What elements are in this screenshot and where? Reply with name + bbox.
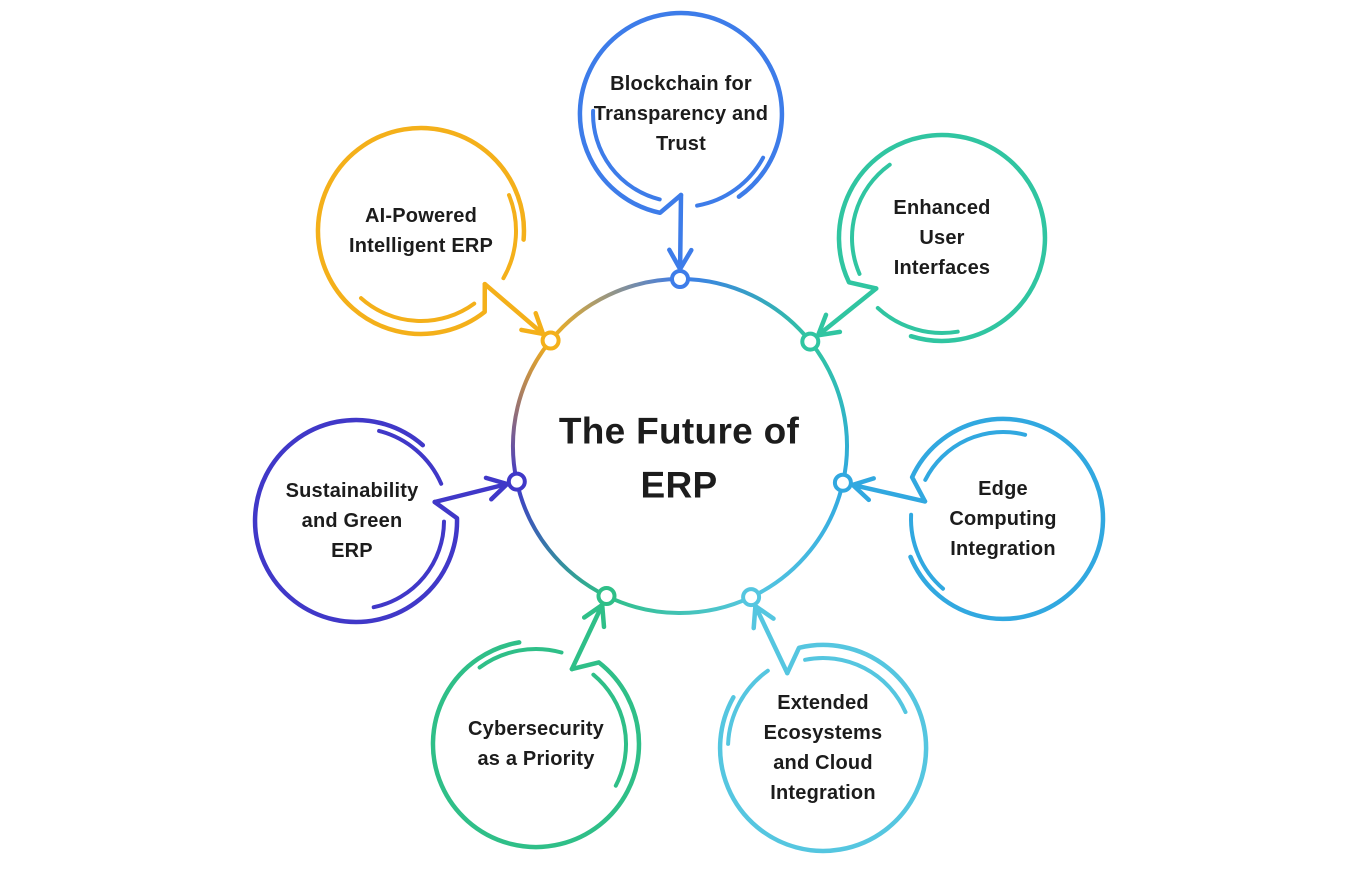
hub-ring-segment-3	[605, 594, 752, 616]
edge-computing-arrowhead-icon	[850, 476, 876, 503]
cybersecurity-connector-line	[569, 602, 605, 672]
sustainability-connector-line	[432, 481, 510, 505]
hub-connection-node-cybersecurity	[596, 586, 617, 606]
ai-powered-arrowhead-icon	[519, 310, 546, 337]
node-label-ai-powered: AI-Powered Intelligent ERP	[348, 205, 494, 257]
enhanced-ui-connector-line	[815, 286, 879, 338]
hub-connection-node-extended-ecosystems	[741, 587, 762, 608]
hub-ring-segment-6	[549, 277, 681, 342]
sustainability-inner-arc-small	[377, 428, 444, 486]
ai-powered-bubble	[315, 125, 527, 337]
hub-title: The Future of ERP	[558, 410, 800, 505]
edge-computing-connector-line	[850, 482, 928, 504]
node-label-enhanced-ui: Enhanced User Interfaces	[893, 197, 991, 279]
ai-powered-connector-line	[482, 281, 546, 337]
hub-connection-node-edge-computing	[832, 472, 853, 493]
enhanced-ui-bubble	[836, 132, 1048, 344]
node-label-blockchain: Blockchain for Transparency and Trust	[593, 73, 769, 155]
extended-ecosystems-inner-arc	[803, 656, 908, 715]
node-label-sustainability: Sustainability and Green ERP	[285, 480, 419, 562]
edge-computing-inner-arc	[923, 429, 1028, 482]
cybersecurity-inner-arc	[591, 672, 628, 788]
blockchain-inner-arc-small	[695, 155, 766, 208]
hub-ring-segment-1	[808, 340, 849, 484]
edge-computing-bubble	[908, 416, 1106, 622]
node-label-edge-computing: Edge Computing Integration	[949, 478, 1057, 560]
cybersecurity-inner-arc-small	[477, 647, 564, 670]
blockchain-connector-line	[677, 192, 684, 272]
hub-ring-segment-5	[511, 339, 553, 483]
hub-ring-segment-0	[679, 277, 812, 343]
edge-computing-inner-arc-small	[909, 512, 945, 591]
hub-ring-segment-4	[514, 481, 608, 598]
extended-ecosystems-bubble	[717, 642, 929, 854]
hub-connection-node-enhanced-ui	[800, 331, 821, 352]
hub-connection-node-ai-powered	[540, 330, 561, 351]
enhanced-ui-inner-arc-small	[875, 306, 960, 335]
node-label-extended-ecosystems: Extended Ecosystems and Cloud Integratio…	[763, 692, 883, 804]
hub-connection-node-blockchain	[670, 269, 690, 289]
blockchain-arrowhead-icon	[667, 247, 694, 272]
ai-powered-inner-arc	[359, 296, 477, 323]
hub-ring-segment-2	[750, 482, 845, 599]
blockchain-bubble	[577, 10, 785, 216]
extended-ecosystems-connector-line	[753, 603, 790, 676]
blockchain-inner-arc	[591, 108, 662, 202]
cybersecurity-bubble	[430, 640, 642, 850]
sustainability-bubble	[252, 417, 460, 625]
ai-powered-inner-arc-small	[501, 193, 518, 281]
extended-ecosystems-inner-arc-small	[726, 668, 770, 746]
enhanced-ui-inner-arc	[850, 162, 892, 276]
sustainability-inner-arc	[371, 519, 446, 610]
enhanced-ui-arrowhead-icon	[815, 312, 843, 338]
hub-connection-node-sustainability	[506, 471, 527, 492]
node-label-cybersecurity: Cybersecurity as a Priority	[468, 718, 604, 770]
